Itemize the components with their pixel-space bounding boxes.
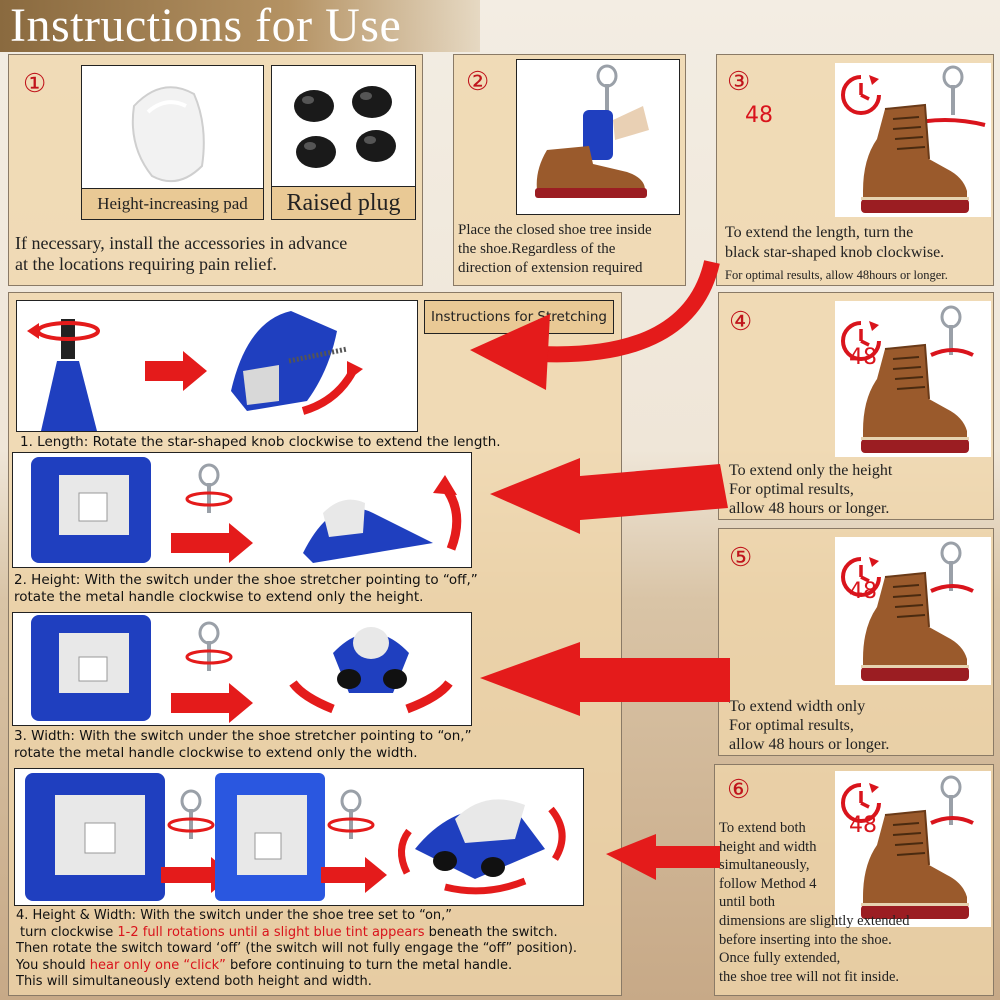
- hw-line-4: You should hear only one “click” before …: [16, 958, 616, 975]
- step-1-panel: ① Height-increasing pad Raised plug If n…: [8, 54, 423, 286]
- hw-line-4-a: You should: [16, 957, 90, 973]
- red-arrows-overlay: [470, 260, 730, 880]
- arrow-step4-to-height: [490, 458, 728, 534]
- step-5-timer: 48: [849, 579, 877, 604]
- step-3-timer: 48: [745, 103, 773, 128]
- step-5-text: To extend width only For optimal results…: [729, 698, 890, 753]
- hw-line-1: 4. Height & Width: With the switch under…: [16, 908, 453, 923]
- step-2-text: Place the closed shoe tree inside the sh…: [458, 222, 652, 276]
- hw-line-4-highlight: hear only one “click”: [89, 957, 226, 973]
- step-3-text: To extend the length, turn the black sta…: [725, 224, 945, 261]
- step-5-number: ⑤: [729, 543, 753, 573]
- height-width-diagram: [14, 768, 584, 906]
- step-5-panel: ⑤ 48 To extend width only For optimal re…: [718, 528, 994, 756]
- hw-line-5: This will simultaneously extend both hei…: [16, 974, 372, 989]
- step-4-text: To extend only the height For optimal re…: [729, 462, 893, 517]
- width-caption: 3. Width: With the switch under the shoe…: [14, 728, 472, 761]
- hw-line-2-highlight: 1-2 full rotations until a slight blue t…: [117, 924, 425, 940]
- step-4-number: ④: [729, 307, 753, 337]
- hw-line-2: turn clockwise 1-2 full rotations until …: [16, 925, 616, 942]
- arrow-step3-to-length: [539, 260, 720, 363]
- boot-width-photo: [835, 537, 991, 685]
- step-3-panel: ③ 48 To extend the length, turn the blac…: [716, 54, 994, 286]
- page-title: Instructions for Use: [10, 0, 402, 52]
- step-6-panel: ⑥ 48 To extend both height and width sim…: [714, 764, 994, 996]
- hw-line-3: Then rotate the switch toward ‘off’ (the…: [16, 941, 578, 956]
- shoe-tree-insert-photo: [516, 59, 680, 215]
- boot-height-photo: [835, 301, 991, 457]
- height-caption: 2. Height: With the switch under the sho…: [14, 572, 478, 605]
- step-2-panel: ② Place the closed shoe tree inside the …: [453, 54, 686, 286]
- boot-length-photo: [835, 63, 991, 217]
- length-diagram: [16, 300, 418, 432]
- step-3-number: ③: [727, 67, 751, 97]
- step-2-number: ②: [466, 67, 490, 97]
- height-pad-label: Height-increasing pad: [81, 188, 264, 220]
- hw-line-2-a: turn clockwise: [20, 924, 118, 940]
- raised-plug-label: Raised plug: [271, 186, 416, 220]
- title-band: [0, 0, 480, 52]
- step-4-timer: 48: [849, 345, 877, 370]
- step-6-number: ⑥: [727, 775, 751, 805]
- height-width-caption: 4. Height & Width: With the switch under…: [16, 908, 616, 991]
- step-3-note: For optimal results, allow 48hours or lo…: [725, 268, 948, 282]
- length-caption: 1. Length: Rotate the star-shaped knob c…: [20, 434, 501, 450]
- step-1-text: If necessary, install the accessories in…: [15, 233, 348, 274]
- arrow-step3-head: [470, 314, 550, 390]
- height-diagram: [12, 452, 472, 568]
- hw-line-2-b: beneath the switch.: [424, 924, 558, 940]
- arrow-step5-to-width: [480, 642, 730, 716]
- step-6-timer: 48: [849, 813, 877, 838]
- step-4-panel: ④ 48 To extend only the height For optim…: [718, 292, 994, 520]
- step-6-text: To extend both height and width simultan…: [719, 820, 910, 985]
- boot-both-photo: [835, 771, 991, 927]
- arrow-step6-to-hw: [606, 834, 720, 880]
- hw-line-4-b: before continuing to turn the metal hand…: [225, 957, 513, 973]
- width-diagram: [12, 612, 472, 726]
- step-1-number: ①: [23, 69, 47, 99]
